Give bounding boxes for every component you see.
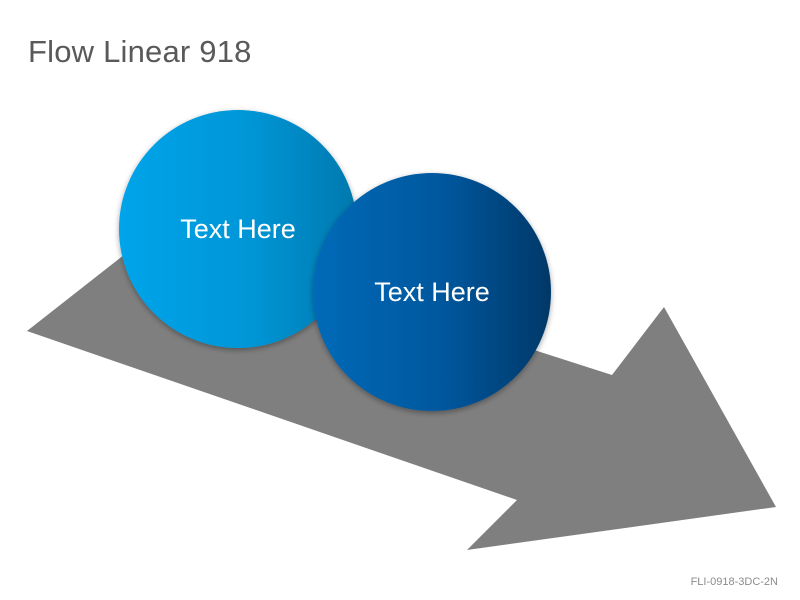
footer-code: FLI-0918-3DC-2N	[690, 576, 778, 588]
circle-1-label: Text Here	[180, 214, 296, 244]
circle-2-shape	[313, 173, 551, 411]
flow-step-1: Text Here	[119, 110, 357, 348]
circle-1-shape	[119, 110, 357, 348]
flow-step-2: Text Here	[313, 173, 551, 411]
page-title: Flow Linear 918	[28, 34, 252, 69]
circle-2-label: Text Here	[374, 277, 490, 307]
